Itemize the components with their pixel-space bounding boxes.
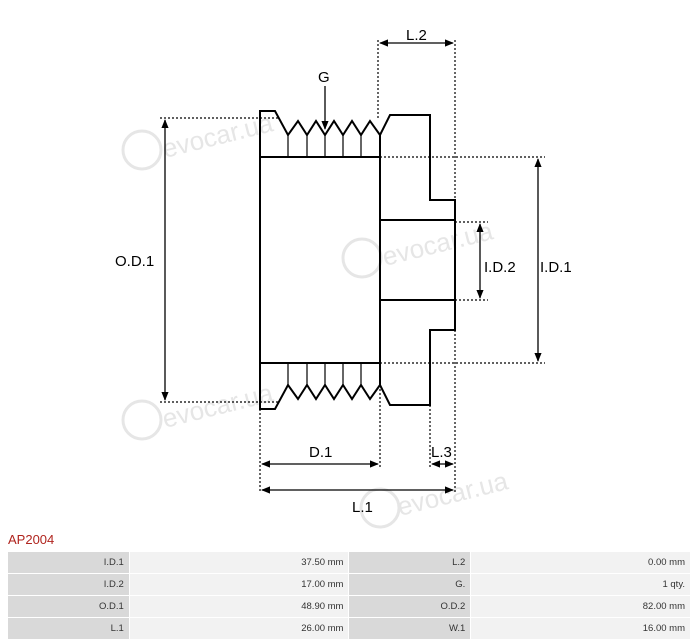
spec-value: 48.90 mm: [129, 596, 350, 618]
dimension-arrows: [161, 39, 542, 494]
pulley-body: [259, 110, 456, 410]
part-code: AP2004: [8, 532, 55, 547]
spec-value: 17.00 mm: [129, 574, 350, 596]
label-l1: L.1: [352, 499, 373, 516]
spec-label: O.D.2: [349, 596, 472, 618]
spec-label: W.1: [349, 618, 472, 640]
spec-label: G.: [349, 574, 472, 596]
label-d1: D.1: [309, 444, 332, 461]
spec-label: O.D.1: [8, 596, 130, 618]
label-id1: I.D.1: [540, 259, 572, 276]
spec-value: 26.00 mm: [129, 618, 350, 640]
spec-value: 37.50 mm: [129, 552, 350, 574]
spec-value: 1 qty.: [471, 574, 691, 596]
spec-value: 82.00 mm: [471, 596, 691, 618]
watermark-text: evocar.ua: [159, 377, 276, 434]
table-row: I.D.1 37.50 mm L.2 0.00 mm: [8, 552, 691, 574]
spec-label: L.1: [8, 618, 130, 640]
spec-value: 0.00 mm: [471, 552, 691, 574]
label-g: G: [318, 69, 330, 86]
label-od1: O.D.1: [115, 253, 154, 270]
specs-table: I.D.1 37.50 mm L.2 0.00 mm I.D.2 17.00 m…: [8, 552, 691, 640]
label-l2: L.2: [406, 27, 427, 44]
spec-label: I.D.2: [8, 574, 130, 596]
watermark-text: evocar.ua: [394, 465, 511, 522]
table-row: L.1 26.00 mm W.1 16.00 mm: [8, 618, 691, 640]
watermark-text: evocar.ua: [159, 107, 276, 164]
watermark-logo: [121, 129, 401, 529]
table-row: I.D.2 17.00 mm G. 1 qty.: [8, 574, 691, 596]
label-id2: I.D.2: [484, 259, 516, 276]
spec-label: L.2: [349, 552, 472, 574]
table-row: O.D.1 48.90 mm O.D.2 82.00 mm: [8, 596, 691, 618]
pulley-drawing: evocar.ua evocar.ua evocar.ua evocar.ua: [115, 27, 572, 529]
spec-value: 16.00 mm: [471, 618, 691, 640]
extension-lines: [160, 40, 545, 492]
watermark-text: evocar.ua: [379, 215, 496, 272]
rib-lines: [287, 135, 362, 385]
spec-label: I.D.1: [8, 552, 130, 574]
label-l3: L.3: [431, 444, 452, 461]
